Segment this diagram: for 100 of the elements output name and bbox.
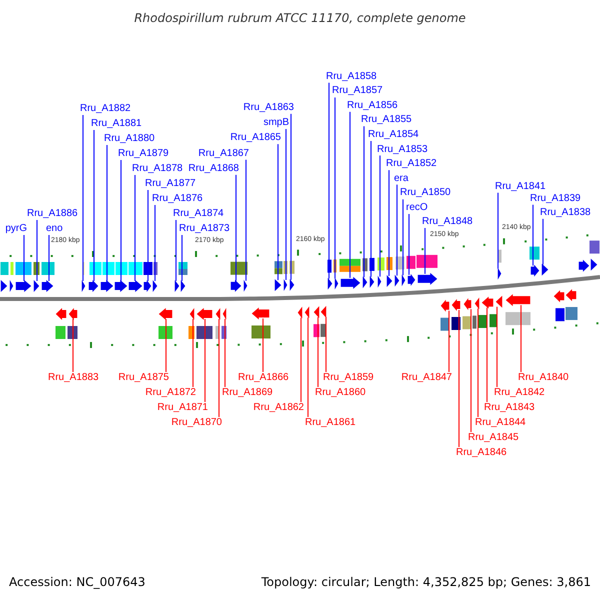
gene-feature <box>16 280 32 292</box>
leader-line <box>192 318 194 388</box>
gene-label: Rru_A1846 <box>456 447 507 459</box>
gene-label: Rru_A1871 <box>157 402 208 414</box>
gene-label: Rru_A1876 <box>152 193 203 205</box>
gene-feature <box>274 279 282 292</box>
gene-feature <box>298 306 302 319</box>
gene-feature <box>362 276 368 288</box>
gene-label: pyrG <box>5 223 27 235</box>
gene-label: Rru_A1855 <box>361 114 412 126</box>
gene-label: Rru_A1857 <box>332 85 383 98</box>
leader-line <box>106 144 108 282</box>
leader-line <box>486 307 488 402</box>
gene-label: Rru_A1844 <box>475 417 526 429</box>
leader-line <box>328 82 330 280</box>
gene-feature <box>452 299 460 311</box>
gene-feature <box>216 308 220 320</box>
leader-line <box>224 318 226 388</box>
leader-line <box>300 317 302 402</box>
gene-label: Rru_A1877 <box>145 178 196 190</box>
leader-line <box>36 220 38 282</box>
gene-feature <box>284 279 288 291</box>
gene-label: era <box>394 172 408 185</box>
leader-line <box>470 308 472 432</box>
gene-label: Rru_A1869 <box>222 387 273 399</box>
gene-label: Rru_A1838 <box>540 206 591 219</box>
gene-feature <box>56 308 66 320</box>
gene-label: Rru_A1879 <box>118 148 169 160</box>
gene-label: Rru_A1868 <box>188 162 239 175</box>
gene-feature <box>418 272 438 285</box>
gene-label: Rru_A1842 <box>494 387 545 399</box>
gene-label: Rru_A1882 <box>80 103 131 115</box>
gene-label: Rru_A1873 <box>179 223 230 235</box>
gene-feature <box>34 280 40 292</box>
gene-label: Rru_A1858 <box>326 70 377 83</box>
leader-line <box>424 228 426 274</box>
leader-line <box>120 160 122 282</box>
gene-label: Rru_A1883 <box>48 372 99 384</box>
gene-label: Rru_A1867 <box>198 148 249 160</box>
gene-feature <box>378 276 382 288</box>
gene-feature <box>42 280 54 292</box>
leader-line <box>408 214 410 276</box>
accession-text: Accession: NC_007643 <box>9 574 146 591</box>
gene-feature <box>88 280 98 292</box>
gene-feature <box>128 280 142 292</box>
gene-label: Rru_A1847 <box>401 372 452 384</box>
leader-line <box>396 184 398 276</box>
leader-line <box>72 318 74 372</box>
gene-feature <box>408 274 416 286</box>
gene-feature <box>482 296 494 309</box>
gene-label: Rru_A1860 <box>315 387 366 399</box>
gene-label: Rru_A1845 <box>468 432 519 444</box>
gene-label: smpB <box>263 116 289 129</box>
gene-label: Rru_A1852 <box>386 158 437 170</box>
leader-line <box>458 310 460 448</box>
gene-label: Rru_A1859 <box>323 372 374 384</box>
gene-feature <box>290 278 294 291</box>
gene-label: Rru_A1863 <box>243 102 294 114</box>
leader-line <box>154 204 156 282</box>
gene-feature <box>530 264 540 277</box>
gene-feature <box>196 308 212 320</box>
gene-label: Rru_A1861 <box>305 417 356 429</box>
gene-feature <box>394 274 400 287</box>
gene-feature <box>554 290 564 302</box>
gene-feature <box>0 280 8 292</box>
gene-label: Rru_A1862 <box>253 402 304 414</box>
leader-line <box>402 198 404 276</box>
gene-feature <box>542 264 548 276</box>
gene-feature <box>464 298 472 310</box>
gene-feature <box>578 260 590 272</box>
gene-feature <box>180 280 186 292</box>
gene-feature <box>100 280 114 292</box>
leader-line <box>134 174 136 282</box>
gene-label: Rru_A1881 <box>91 118 142 130</box>
leader-line <box>542 218 544 266</box>
gene-feature <box>190 308 194 320</box>
gene-label: Rru_A1870 <box>171 417 222 429</box>
gene-label: Rru_A1865 <box>230 132 281 144</box>
gene-label: Rru_A1878 <box>132 163 183 175</box>
gene-feature <box>174 280 180 292</box>
leader-line <box>82 114 84 282</box>
gene-feature <box>498 268 502 280</box>
leader-line <box>520 304 522 372</box>
gene-feature <box>590 258 598 271</box>
gene-label: Rru_A1843 <box>484 402 535 414</box>
leader-line <box>334 97 336 279</box>
gene-label: Rru_A1854 <box>368 128 419 141</box>
leader-line <box>218 318 220 418</box>
gene-label: Rru_A1880 <box>104 133 155 145</box>
leader-line <box>48 234 50 282</box>
gene-label: Rru_A1848 <box>422 216 473 228</box>
gene-feature <box>230 280 242 292</box>
gene-feature <box>440 300 450 312</box>
gene-label: recO <box>406 202 428 214</box>
gene-feature <box>386 275 392 288</box>
gene-feature <box>114 280 128 292</box>
gene-feature <box>496 296 502 308</box>
gene-feature <box>144 280 152 292</box>
gene-label: Rru_A1866 <box>238 372 289 384</box>
gene-label: Rru_A1839 <box>530 192 581 205</box>
